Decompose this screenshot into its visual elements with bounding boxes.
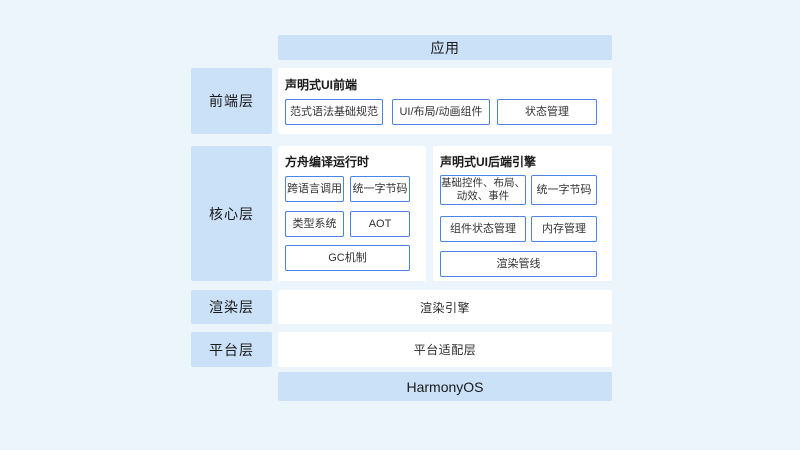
frontend-box-paradigm-syntax: 范式语法基础规范 bbox=[285, 99, 383, 125]
frontend-panel-title: 声明式UI前端 bbox=[285, 78, 358, 92]
backend-box-component-state: 组件状态管理 bbox=[440, 216, 526, 242]
backend-box-render-pipeline: 渲染管线 bbox=[440, 251, 597, 277]
ui-backend-panel: 声明式UI后端引擎 基础控件、布局、 动效、事件 统一字节码 组件状态管理 内存… bbox=[433, 146, 612, 281]
ui-backend-title: 声明式UI后端引擎 bbox=[440, 155, 537, 169]
backend-box-unified-bytecode: 统一字节码 bbox=[531, 175, 597, 205]
app-bar: 应用 bbox=[278, 35, 612, 60]
frontend-box-state-management: 状态管理 bbox=[497, 99, 597, 125]
layer-label-platform: 平台层 bbox=[191, 332, 272, 367]
ark-box-type-system: 类型系统 bbox=[285, 211, 344, 237]
ark-box-unified-bytecode: 统一字节码 bbox=[350, 176, 410, 202]
backend-box-memory-management: 内存管理 bbox=[531, 216, 597, 242]
harmonyos-bar: HarmonyOS bbox=[278, 372, 612, 401]
frontend-box-ui-layout-animation: UI/布局/动画组件 bbox=[392, 99, 490, 125]
layer-label-core: 核心层 bbox=[191, 146, 272, 281]
layer-label-render: 渲染层 bbox=[191, 290, 272, 324]
ark-box-cross-language-call: 跨语言调用 bbox=[285, 176, 344, 202]
frontend-panel: 声明式UI前端 范式语法基础规范 UI/布局/动画组件 状态管理 bbox=[278, 68, 612, 134]
ark-box-aot: AOT bbox=[350, 211, 410, 237]
backend-box-basic-controls: 基础控件、布局、 动效、事件 bbox=[440, 175, 526, 205]
ark-runtime-title: 方舟编译运行时 bbox=[285, 155, 370, 169]
ark-box-gc: GC机制 bbox=[285, 245, 410, 271]
ark-runtime-panel: 方舟编译运行时 跨语言调用 统一字节码 类型系统 AOT GC机制 bbox=[278, 146, 426, 281]
layer-label-frontend: 前端层 bbox=[191, 68, 272, 134]
platform-adapter-panel: 平台适配层 bbox=[278, 332, 612, 367]
render-engine-panel: 渲染引擎 bbox=[278, 290, 612, 324]
